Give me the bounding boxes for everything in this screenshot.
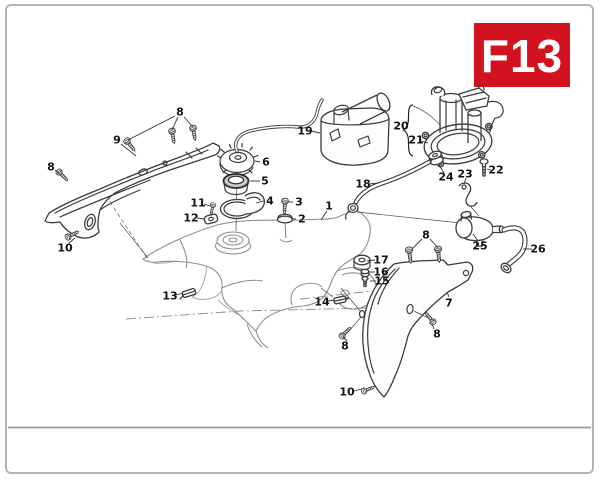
right-side-panel xyxy=(348,259,474,398)
leader-line xyxy=(463,177,467,185)
part-label: 12 xyxy=(183,212,198,225)
part-label: 11 xyxy=(190,197,205,210)
part-label: 8 xyxy=(47,161,55,174)
leader-line xyxy=(327,299,335,302)
plate-badge: F13 xyxy=(474,23,570,87)
leader-line xyxy=(127,115,176,141)
bolt-22 xyxy=(479,158,489,177)
leader-line xyxy=(203,203,211,207)
phantom-lines xyxy=(105,195,373,320)
leader-line xyxy=(255,200,265,204)
leader-line xyxy=(342,336,348,342)
leader-line xyxy=(446,291,450,298)
part-label: 4 xyxy=(266,195,274,208)
outlet-hose-26 xyxy=(500,225,528,274)
leader-line xyxy=(411,238,423,250)
plate-code: F13 xyxy=(481,30,563,82)
part-label: 9 xyxy=(113,134,121,147)
leader-line xyxy=(431,323,435,330)
leader-line xyxy=(120,143,137,157)
part-label: 21 xyxy=(408,134,423,147)
part-label: 10 xyxy=(57,242,73,255)
petcock xyxy=(455,210,505,247)
fuel-tank xyxy=(142,209,471,349)
part-label: 8 xyxy=(433,328,441,341)
part-label: 26 xyxy=(530,243,546,256)
leader-lines xyxy=(54,115,532,392)
part-label: 10 xyxy=(339,386,355,399)
part-label: 7 xyxy=(445,297,453,310)
clip-13 xyxy=(179,288,197,300)
leader-line xyxy=(429,238,439,249)
clip-14 xyxy=(333,295,350,305)
part-label: 18 xyxy=(355,178,370,191)
leader-line xyxy=(175,292,184,296)
plate-12 xyxy=(203,213,219,225)
part-label: 22 xyxy=(488,164,503,177)
part-label: 2 xyxy=(298,213,306,226)
badge-box xyxy=(474,23,570,87)
part-label: 17 xyxy=(373,254,388,267)
fuel-hose-18 xyxy=(345,158,434,220)
leader-line xyxy=(366,259,376,262)
part-label: 1 xyxy=(325,200,333,213)
part-label: 23 xyxy=(457,168,472,181)
leader-line xyxy=(171,116,179,131)
leader-line xyxy=(68,237,76,244)
leader-line xyxy=(320,210,328,221)
cap-gasket xyxy=(222,173,250,196)
part-label: 8 xyxy=(176,106,184,119)
brace-20 xyxy=(402,104,414,157)
part-label: 14 xyxy=(314,296,330,309)
grommet-17-stack xyxy=(353,254,371,288)
part-label: 5 xyxy=(261,175,269,188)
part-label: 25 xyxy=(472,240,487,253)
leader-line xyxy=(54,169,60,174)
leader-line xyxy=(254,160,261,163)
leader-line xyxy=(310,130,321,134)
leader-line xyxy=(353,388,363,392)
canister xyxy=(320,92,391,166)
part-label: 16 xyxy=(373,266,389,279)
part-label: 8 xyxy=(341,340,349,353)
leader-line xyxy=(420,140,429,144)
leader-line xyxy=(486,168,492,171)
tank-filler-opening xyxy=(214,231,252,255)
left-side-panel xyxy=(44,142,221,239)
filler-neck xyxy=(219,192,265,220)
part-label: 20 xyxy=(393,120,409,133)
leader-line xyxy=(368,182,380,185)
part-label: 24 xyxy=(438,171,454,184)
part-label: 13 xyxy=(162,290,177,303)
leader-line xyxy=(438,164,445,174)
part-label: 6 xyxy=(262,156,270,169)
pump-body xyxy=(430,82,504,143)
bolt-15 xyxy=(361,276,369,288)
breather-hose xyxy=(233,98,324,153)
leader-line xyxy=(196,217,205,220)
fuel-pump-assembly xyxy=(402,82,504,168)
part-label: 19 xyxy=(297,125,312,138)
leader-line xyxy=(183,116,194,128)
mount-grommet-2 xyxy=(276,213,294,243)
grommet-24 xyxy=(428,150,444,166)
bracket-23 xyxy=(458,182,480,217)
part-label: 15 xyxy=(374,275,389,288)
nut-16 xyxy=(360,268,370,275)
part-label: 8 xyxy=(422,229,430,242)
leader-line xyxy=(472,233,479,242)
part-label: 3 xyxy=(295,196,303,209)
